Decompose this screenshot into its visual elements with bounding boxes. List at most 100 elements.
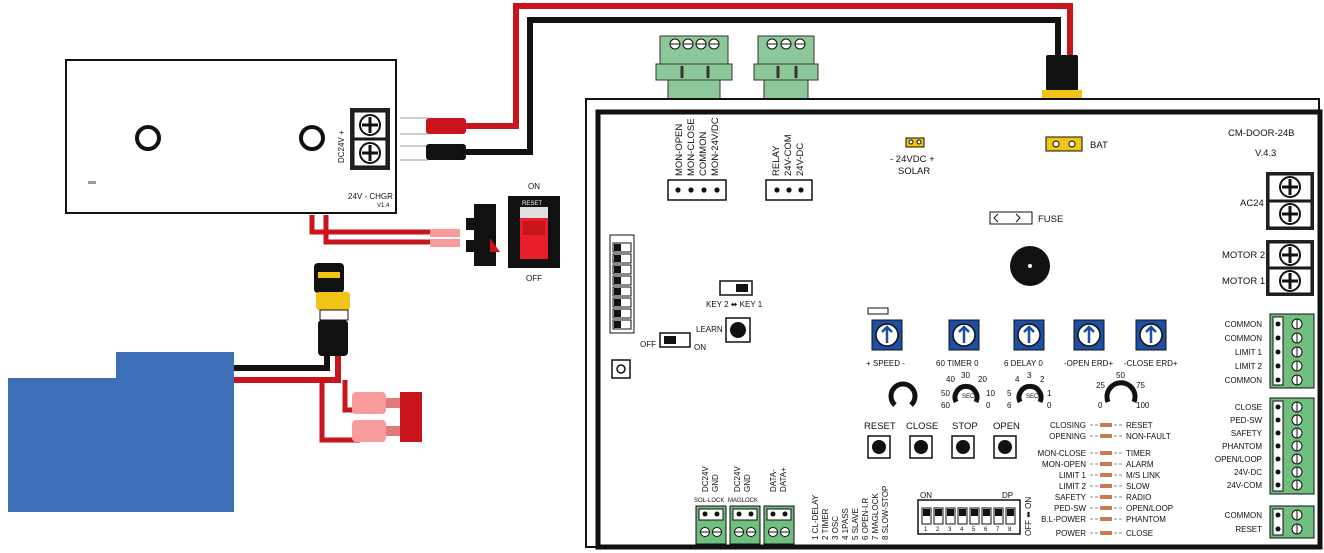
- svg-text:GND: GND: [711, 474, 720, 492]
- sol-lock-terminal[interactable]: [695, 505, 727, 545]
- wire-red-top: [465, 3, 1073, 129]
- reset-switch[interactable]: ON RESET OFF: [430, 182, 560, 283]
- learn-slide-switch[interactable]: [659, 332, 691, 348]
- svg-text:100: 100: [1136, 401, 1150, 410]
- mon-pin-0: MON-OPEN: [674, 124, 685, 176]
- svg-text:5 SLAVE: 5 SLAVE: [851, 508, 860, 540]
- relay-pin-0: RELAY: [771, 145, 782, 176]
- svg-text:POWER: POWER: [1056, 529, 1086, 538]
- key-label: KEY 2 ⬌ KEY 1: [706, 300, 763, 309]
- svg-text:LIMIT 2: LIMIT 2: [1235, 362, 1263, 371]
- mon-pin-1: MON-CLOSE: [686, 118, 697, 176]
- relay-pin-labels: RELAY 24V-COM 24V-DC: [771, 134, 806, 176]
- svg-text:4: 4: [1015, 375, 1020, 384]
- input-terminal-block[interactable]: [1269, 397, 1315, 495]
- limit-terminal-labels: COMMON COMMON LIMIT 1 LIMIT 2 COMMON: [1225, 320, 1263, 385]
- svg-text:25: 25: [1096, 381, 1105, 390]
- plug-relay: [753, 35, 819, 103]
- open-button[interactable]: [993, 435, 1017, 459]
- data-terminal[interactable]: [763, 505, 795, 545]
- lug-black: [426, 144, 466, 160]
- reset-button[interactable]: [867, 435, 891, 459]
- learn-off-label: OFF: [640, 340, 656, 349]
- svg-text:8: 8: [1008, 527, 1012, 533]
- charger-terminal-minus[interactable]: [353, 139, 387, 167]
- mon-header[interactable]: [667, 179, 727, 201]
- board-fuse[interactable]: [989, 211, 1033, 225]
- svg-text:0: 0: [1098, 401, 1103, 410]
- relay-pin-1: 24V-COM: [783, 134, 794, 176]
- solar-header[interactable]: [905, 137, 925, 148]
- charger-module: DC24V + 24V - CHGR V1.4: [65, 59, 466, 214]
- inline-fuse: [352, 392, 422, 442]
- svg-text:0: 0: [1047, 401, 1052, 410]
- solar-label: SOLAR: [898, 166, 930, 177]
- left-dip-switch[interactable]: [609, 234, 635, 334]
- bat-header[interactable]: [1045, 136, 1083, 152]
- motor-terminal[interactable]: [1266, 240, 1314, 296]
- wire-black-switch: [323, 215, 440, 245]
- wire-red-down: [232, 355, 341, 383]
- control-board: CM-DOOR-24B V.4.3 BAT - 24VDC + SOLAR FU…: [585, 98, 1323, 550]
- key-slide-switch[interactable]: [719, 280, 753, 296]
- charger-model: 24V - CHGR: [348, 192, 393, 201]
- wire-black-top: [465, 17, 1061, 155]
- learn-on-label: ON: [694, 343, 706, 352]
- svg-text:LIMIT 1: LIMIT 1: [1235, 348, 1263, 357]
- bat-label: BAT: [1090, 140, 1108, 151]
- svg-text:DATA+: DATA+: [779, 467, 788, 492]
- maglock-terminal[interactable]: [729, 505, 761, 545]
- pot-open-erd[interactable]: [1073, 319, 1105, 351]
- charger-version: V1.4: [377, 203, 390, 209]
- pot-speed[interactable]: [871, 319, 903, 351]
- svg-text:SEC.: SEC.: [962, 394, 976, 400]
- learn-button[interactable]: [725, 317, 751, 343]
- svg-text:OPEN/LOOP: OPEN/LOOP: [1215, 455, 1262, 464]
- svg-text:7: 7: [996, 527, 1000, 533]
- svg-text:SOL-LOCK: SOL-LOCK: [694, 498, 724, 504]
- lug-red: [426, 118, 466, 134]
- board-model: CM-DOOR-24B: [1228, 128, 1295, 139]
- svg-text:OPEN/LOOP: OPEN/LOOP: [1126, 504, 1173, 513]
- svg-text:8 SLOW-STOP: 8 SLOW-STOP: [881, 486, 890, 540]
- close-button[interactable]: [909, 435, 933, 459]
- ac24-terminal[interactable]: [1266, 172, 1314, 230]
- btn-label-stop: STOP: [952, 421, 978, 432]
- svg-text:PED-SW: PED-SW: [1054, 504, 1086, 513]
- svg-text:3: 3: [1027, 371, 1032, 380]
- svg-text:DC24V: DC24V: [733, 466, 742, 492]
- svg-text:LIMIT 1: LIMIT 1: [1059, 471, 1087, 480]
- wire-black-down: [232, 355, 330, 371]
- svg-text:SAFETY: SAFETY: [1055, 493, 1087, 502]
- pot-delay[interactable]: [1013, 319, 1045, 351]
- svg-text:PHANTOM: PHANTOM: [1222, 442, 1262, 451]
- dip-dp-label: DP: [1002, 491, 1013, 500]
- svg-text:CLOSE: CLOSE: [1235, 403, 1262, 412]
- dip-on-label: ON: [920, 491, 932, 500]
- svg-text:MAGLOCK: MAGLOCK: [728, 498, 758, 504]
- limit-terminal-block[interactable]: [1269, 313, 1315, 389]
- common-reset-terminal[interactable]: [1269, 505, 1315, 539]
- svg-text:SLOW: SLOW: [1126, 482, 1150, 491]
- svg-text:PHANTOM: PHANTOM: [1126, 515, 1166, 524]
- mon-pin-2: COMMON: [698, 132, 709, 176]
- btn-label-open: OPEN: [993, 421, 1020, 432]
- relay-header[interactable]: [765, 179, 813, 201]
- led-indicators: CLOSING OPENING MON-CLOSE MON-OPEN LIMIT…: [1038, 421, 1174, 538]
- pot-timer[interactable]: [948, 319, 980, 351]
- svg-text:20: 20: [978, 375, 987, 384]
- svg-text:NON-FAULT: NON-FAULT: [1126, 432, 1171, 441]
- svg-text:30: 30: [961, 371, 970, 380]
- charger-terminal-plus[interactable]: [353, 111, 387, 139]
- svg-text:3: 3: [948, 527, 952, 533]
- stop-button[interactable]: [951, 435, 975, 459]
- reset-switch-off: OFF: [526, 274, 542, 283]
- svg-text:ALARM: ALARM: [1126, 460, 1154, 469]
- svg-text:0: 0: [986, 401, 991, 410]
- svg-text:60: 60: [941, 401, 950, 410]
- pot-close-erd[interactable]: [1135, 319, 1167, 351]
- svg-text:M/S LINK: M/S LINK: [1126, 471, 1161, 480]
- svg-text:SAFETY: SAFETY: [1231, 429, 1263, 438]
- svg-text:75: 75: [1136, 381, 1145, 390]
